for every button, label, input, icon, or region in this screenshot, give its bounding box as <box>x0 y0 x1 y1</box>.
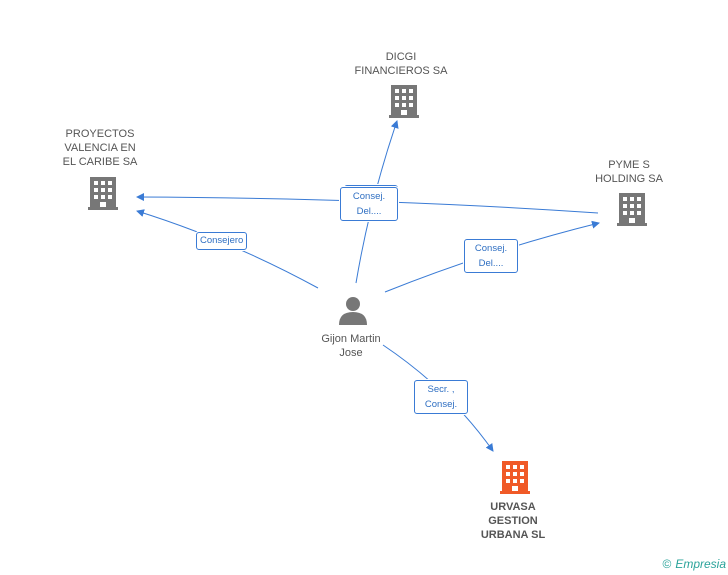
node-label-dicgi[interactable]: DICGI FINANCIEROS SA <box>354 51 448 77</box>
footer-brand: ©Empresia <box>662 557 726 571</box>
node-label-urvasa[interactable]: URVASA GESTION URBANA SL <box>480 501 546 541</box>
edge-label-secr-consej: Secr. , Consej. <box>414 380 468 414</box>
building-icon[interactable] <box>389 85 419 118</box>
edge-label-consej-del-dicgi: Consej. Del.... <box>340 187 398 221</box>
person-icon[interactable] <box>339 297 367 325</box>
brand-name: Empresia <box>675 557 726 571</box>
building-icon[interactable] <box>617 193 647 226</box>
building-icon[interactable] <box>500 461 530 494</box>
node-label-proyectos[interactable]: PROYECTOS VALENCIA EN EL CARIBE SA <box>62 128 138 168</box>
copyright-icon: © <box>662 557 672 571</box>
edge-label-consej-del-pyme: Consej. Del.... <box>464 239 518 273</box>
node-label-person[interactable]: Gijon Martin Jose <box>321 333 381 359</box>
edge-label-consejero: Consejero <box>196 232 248 250</box>
node-label-pyme[interactable]: PYME S HOLDING SA <box>595 159 663 185</box>
building-icon[interactable] <box>88 177 118 210</box>
